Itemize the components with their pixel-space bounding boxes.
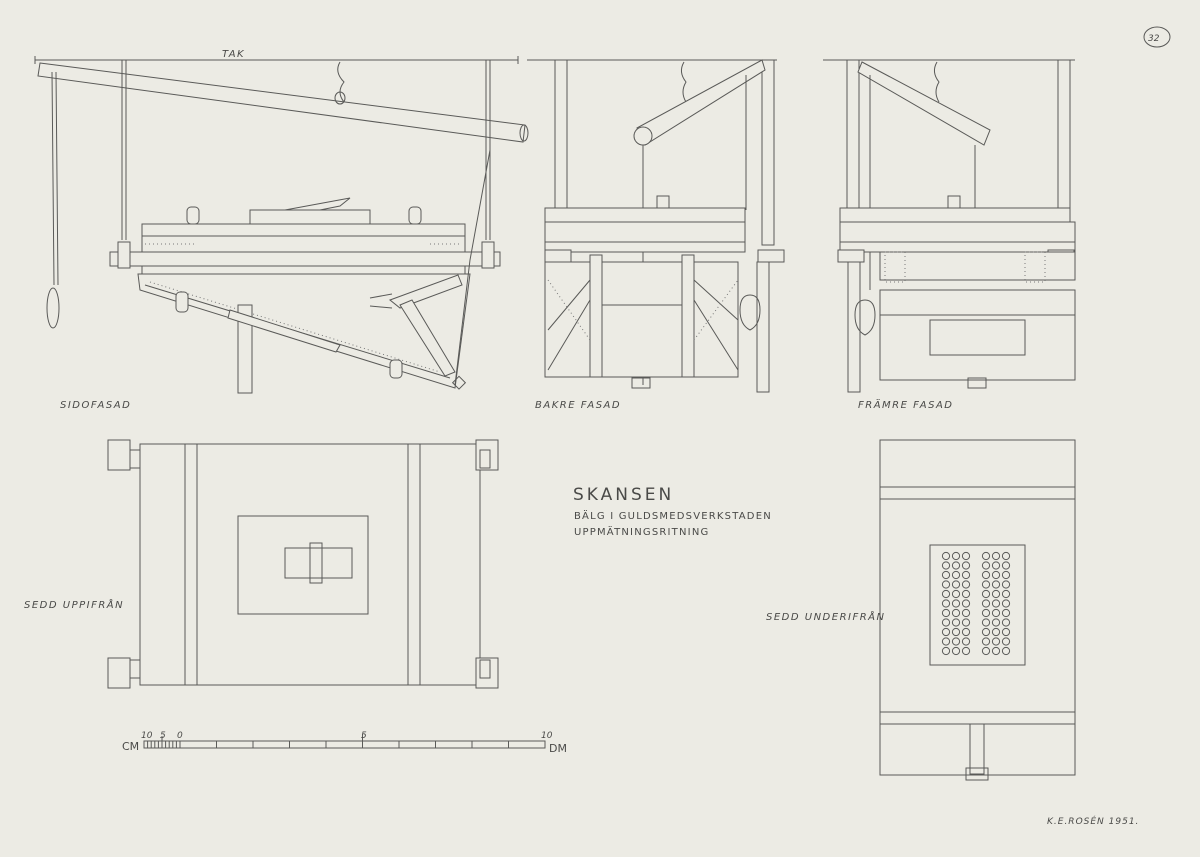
perforation-hole [951, 561, 961, 570]
scale-tick-label: 5 [361, 731, 367, 741]
bottom-view: SEDD UNDERIFRÅN [766, 439, 1076, 781]
perforation-hole [981, 608, 991, 618]
perforation-hole [981, 570, 991, 580]
perforation-hole [991, 646, 1001, 656]
perforation-hole [941, 627, 951, 637]
perforation-hole [991, 608, 1001, 618]
perforation-hole [991, 580, 1001, 589]
perforation-hole [981, 580, 991, 589]
scale-tick-label: 0 [177, 731, 183, 741]
perforation-hole [991, 618, 1001, 627]
perforation-hole [961, 580, 971, 589]
perforation-hole [951, 551, 961, 561]
perforation-hole [1001, 570, 1011, 580]
perforation-hole [961, 570, 971, 580]
perforation-hole [951, 646, 961, 656]
perforation-hole [951, 589, 961, 599]
perforation-hole [981, 637, 991, 646]
top-view: SEDD UPPIFRÅN [24, 439, 499, 689]
perforation-hole [951, 627, 961, 637]
ceiling-label: TAK [222, 49, 245, 60]
perforation-hole [941, 599, 951, 608]
perforation-hole [991, 589, 1001, 599]
scale-ticks [147, 734, 546, 748]
perforation-hole [1001, 589, 1011, 599]
perforation-hole [961, 646, 971, 656]
page-number: 32 [1148, 34, 1160, 44]
title-block: SKANSEN BÄLG I GULDSMEDSVERKSTADEN UPPMÄ… [573, 485, 772, 538]
perforation-hole [941, 570, 951, 580]
perforation-hole [1001, 627, 1011, 637]
perforation-hole [991, 627, 1001, 637]
perforation-hole [961, 551, 971, 561]
perforation-hole [961, 637, 971, 646]
scale-tick-label: 10 [141, 731, 153, 741]
perforation-hole [1001, 580, 1011, 589]
front-elevation: FRÄMRE FASAD [823, 59, 1076, 411]
perforation-hole [991, 561, 1001, 570]
perforation-hole [991, 637, 1001, 646]
perforation-hole [941, 618, 951, 627]
perforation-hole [961, 627, 971, 637]
scale-left-unit: CM [122, 740, 139, 753]
perforation-hole [951, 570, 961, 580]
perforation-hole [991, 599, 1001, 608]
scale-tick-label: 10 [541, 731, 553, 741]
perforation-hole [1001, 599, 1011, 608]
perforation-hole [941, 551, 951, 561]
perforation-hole [1001, 637, 1011, 646]
perforation-hole [961, 561, 971, 570]
perforation-hole [1001, 551, 1011, 561]
side-elevation: TAK SIDOFASAD [34, 49, 529, 411]
perforation-hole [981, 551, 991, 561]
perforation-hole [1001, 561, 1011, 570]
top-view-label: SEDD UPPIFRÅN [24, 598, 124, 611]
perforation-hole [1001, 618, 1011, 627]
perforation-hole [981, 618, 991, 627]
perforation-hole [951, 618, 961, 627]
perforation-hole [981, 589, 991, 599]
perforation-hole [941, 561, 951, 570]
perforation-hole [961, 608, 971, 618]
perforation-hole [981, 561, 991, 570]
perforation-hole [941, 580, 951, 589]
perforation-hole [991, 570, 1001, 580]
drawing-subtitle: BÄLG I GULDSMEDSVERKSTADEN [574, 509, 772, 522]
back-elevation: BAKRE FASAD [527, 59, 785, 411]
perforation-holes [941, 551, 1011, 656]
scale-tick-label: 5 [160, 731, 166, 741]
bottom-view-label: SEDD UNDERIFRÅN [766, 610, 885, 623]
perforation-hole [951, 637, 961, 646]
perforation-hole [951, 599, 961, 608]
perforation-hole [1001, 646, 1011, 656]
scale-bar: CM DM 10 5 0 5 10 [122, 731, 567, 755]
perforation-hole [981, 599, 991, 608]
page-number-stamp: 32 [1143, 26, 1171, 48]
drawing-type: UPPMÄTNINGSRITNING [574, 525, 709, 538]
perforation-hole [961, 599, 971, 608]
perforation-hole [981, 646, 991, 656]
perforation-hole [981, 627, 991, 637]
perforation-hole [941, 646, 951, 656]
perforation-hole [961, 618, 971, 627]
drawing-title: SKANSEN [573, 485, 674, 505]
perforation-hole [941, 637, 951, 646]
perforation-hole [951, 580, 961, 589]
perforation-hole [951, 608, 961, 618]
back-view-label: BAKRE FASAD [535, 400, 621, 411]
perforation-hole [961, 589, 971, 599]
side-view-label: SIDOFASAD [60, 400, 131, 411]
perforation-hole [941, 608, 951, 618]
front-view-label: FRÄMRE FASAD [858, 398, 954, 411]
signature: K.E.ROSÉN 1951. [1047, 815, 1139, 827]
perforation-hole [941, 589, 951, 599]
perforation-hole [1001, 608, 1011, 618]
perforation-hole [991, 551, 1001, 561]
scale-right-unit: DM [549, 742, 567, 755]
